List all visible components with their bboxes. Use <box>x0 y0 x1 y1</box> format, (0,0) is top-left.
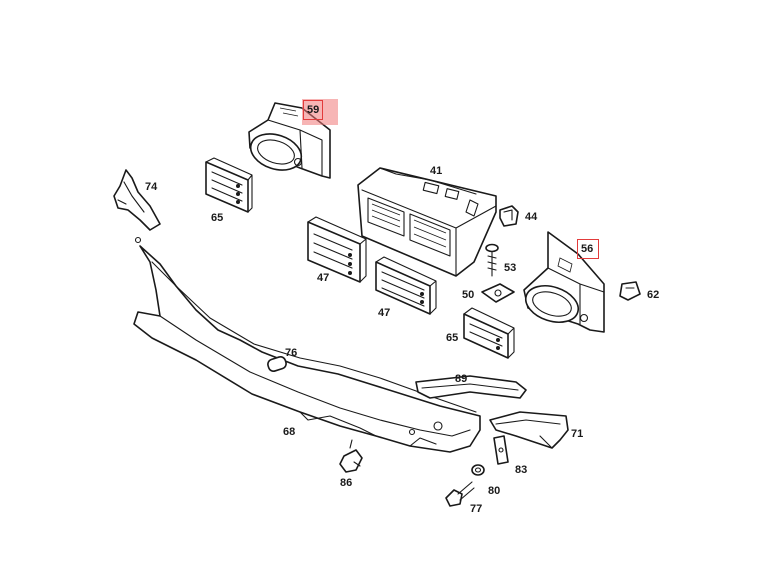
callout-76[interactable]: 76 <box>285 347 298 359</box>
callout-71[interactable]: 71 <box>571 428 584 440</box>
callout-59-highlight-box <box>303 100 323 120</box>
part-62-clip[interactable] <box>619 281 641 301</box>
callout-65-upper[interactable]: 65 <box>211 212 224 224</box>
callout-86[interactable]: 86 <box>340 477 353 489</box>
callout-62[interactable]: 62 <box>647 289 660 301</box>
part-47-vent-left[interactable] <box>307 216 367 283</box>
part-71-lower-bracket[interactable] <box>489 411 569 449</box>
part-83-plate[interactable] <box>493 435 509 465</box>
callout-74[interactable]: 74 <box>145 181 158 193</box>
callout-89[interactable]: 89 <box>455 373 468 385</box>
part-74-side-bracket[interactable] <box>113 169 161 244</box>
part-76-grommet[interactable] <box>267 356 288 373</box>
part-86-push-clip[interactable] <box>339 439 363 473</box>
callout-50[interactable]: 50 <box>462 289 475 301</box>
part-53-screw[interactable] <box>485 243 499 277</box>
part-56-air-duct-right[interactable] <box>521 231 605 333</box>
callout-56[interactable]: 56 <box>581 243 594 255</box>
callout-59-highlight-fill <box>302 99 338 125</box>
callout-65-lower[interactable]: 65 <box>446 332 459 344</box>
part-65-vent-upper[interactable] <box>205 157 253 213</box>
callout-77[interactable]: 77 <box>470 503 483 515</box>
callout-53[interactable]: 53 <box>504 262 517 274</box>
part-77-bolt[interactable] <box>445 481 475 507</box>
part-68-dashboard-panel[interactable] <box>133 245 481 453</box>
part-89-trim-strip[interactable] <box>415 375 527 399</box>
callout-47-left[interactable]: 47 <box>317 272 330 284</box>
part-50-nut-plate[interactable] <box>481 283 515 303</box>
callout-59[interactable]: 59 <box>307 104 320 116</box>
callout-41[interactable]: 41 <box>430 165 443 177</box>
part-44-clip[interactable] <box>499 205 519 227</box>
part-80-washer[interactable] <box>471 464 485 476</box>
callout-47-right[interactable]: 47 <box>378 307 391 319</box>
callout-68[interactable]: 68 <box>283 426 296 438</box>
part-41-center-vent-housing[interactable] <box>357 167 497 277</box>
part-65-vent-lower[interactable] <box>463 307 515 359</box>
callout-83[interactable]: 83 <box>515 464 528 476</box>
callout-80[interactable]: 80 <box>488 485 501 497</box>
part-47-vent-right[interactable] <box>375 256 437 315</box>
callout-44[interactable]: 44 <box>525 211 538 223</box>
callout-56-highlight-box <box>577 239 599 259</box>
